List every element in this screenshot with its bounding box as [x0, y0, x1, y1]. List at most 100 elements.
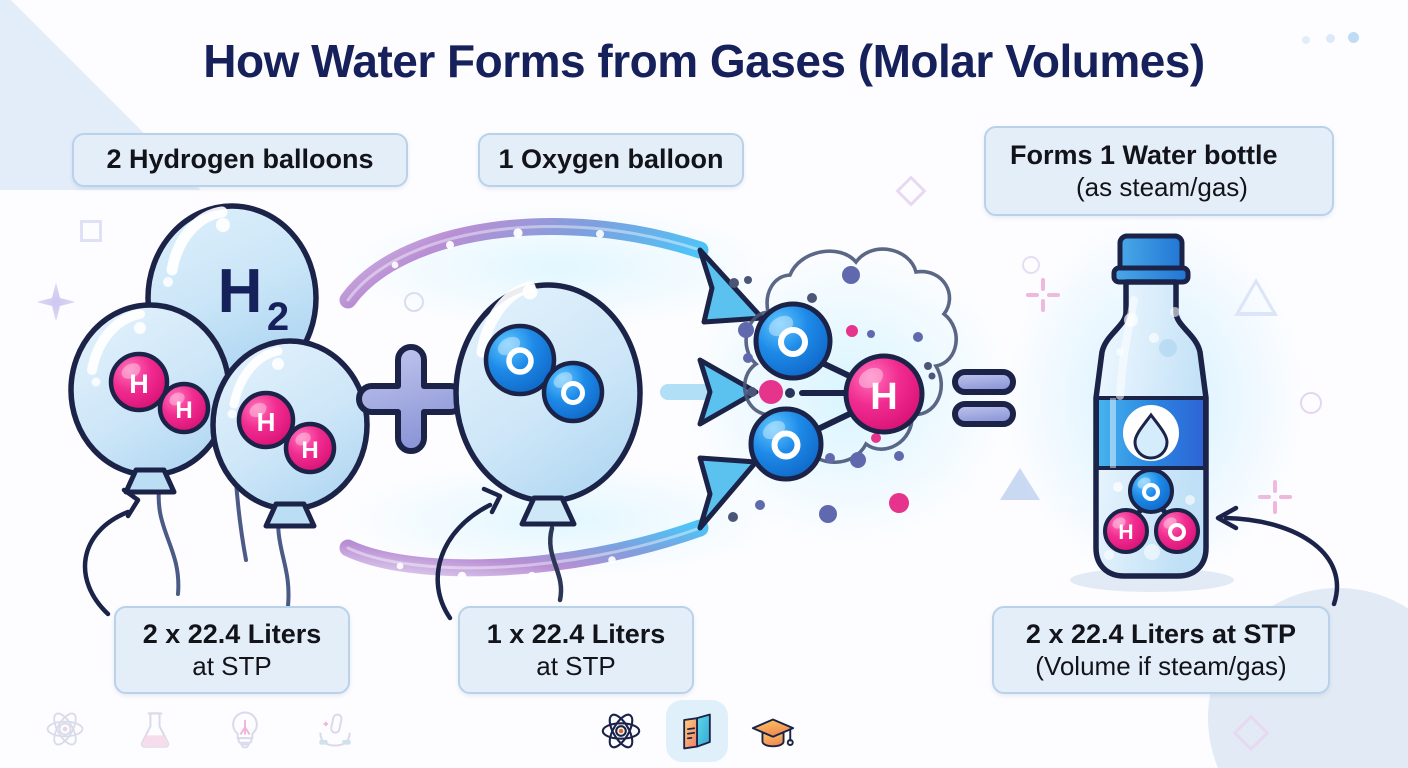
particle-dot	[729, 278, 739, 288]
label-hydrogen-balloons: 2 Hydrogen balloons	[72, 133, 408, 187]
particle-dot	[785, 388, 795, 398]
dot-decoration	[1348, 32, 1359, 43]
caption-hydrogen-line2: at STP	[192, 650, 272, 681]
particle-dot	[738, 322, 754, 338]
label-water-line1: Forms 1 Water bottle	[1010, 139, 1278, 170]
particle-dot	[850, 452, 866, 468]
caption-hydrogen-volume: 2 x 22.4 Liters at STP	[114, 606, 350, 694]
balloon-knot	[123, 467, 177, 495]
particle-dot	[744, 276, 752, 284]
hydrogen-balloon-left: H H	[68, 302, 232, 495]
reaction-arrow-bottom	[339, 455, 759, 581]
oxygen-atom	[483, 323, 557, 397]
lightbulb-icon	[214, 698, 276, 760]
particle-dot	[913, 332, 923, 342]
oxygen-atom	[1128, 468, 1174, 514]
oxygen-atom-pink	[1154, 508, 1200, 554]
hydrogen-atom	[108, 351, 170, 413]
hydrogen-atom	[1103, 508, 1149, 554]
connector-oxygen	[435, 502, 493, 621]
particle-dot	[755, 500, 765, 510]
particle-dot	[759, 380, 783, 404]
dot-decoration	[1326, 34, 1335, 43]
oxygen-atom-label	[561, 381, 585, 405]
equals-operator	[952, 369, 1016, 427]
reaction-cloud-outline	[742, 247, 958, 465]
hydrogen-atom-label: H	[870, 376, 897, 418]
balloon-string	[548, 525, 564, 603]
atom-icon	[34, 698, 96, 760]
plus-operator	[356, 344, 466, 454]
caption-hydrogen-line1: 2 x 22.4 Liters	[142, 618, 322, 649]
brochure-icon[interactable]	[666, 700, 728, 762]
decorative-icon-strip-left	[34, 698, 366, 760]
connector-hydrogen	[82, 509, 131, 617]
bottle-molecule: H	[1103, 468, 1200, 554]
hydrogen-atom-label: H	[301, 437, 318, 464]
reaction-arrow-middle	[660, 357, 759, 427]
oxygen-atom	[753, 301, 833, 381]
label-oxygen-text: 1 Oxygen balloon	[498, 144, 724, 175]
particle-dot	[894, 451, 904, 461]
hydrogen-atom-label: H	[1118, 521, 1133, 544]
oxygen-atom-label	[506, 347, 534, 375]
particle-dot	[871, 433, 881, 443]
hands-tube-icon	[304, 698, 366, 760]
connector-water	[1223, 515, 1340, 607]
h2-subscript: 2	[267, 295, 289, 339]
hydrogen-atom	[157, 381, 211, 435]
particle-dot	[846, 325, 858, 337]
label-water-bottle: Forms 1 Water bottle (as steam/gas)	[984, 126, 1334, 216]
particle-dot	[924, 362, 932, 370]
particle-dot	[889, 493, 909, 513]
water-bottle-group: H	[1070, 233, 1234, 592]
oxygen-balloon-group	[453, 281, 643, 603]
hydrogen-atom	[283, 421, 337, 475]
hydrogen-atom	[843, 353, 925, 435]
caption-oxygen-line1: 1 x 22.4 Liters	[486, 618, 666, 649]
connector-arrowhead	[121, 487, 141, 519]
water-drop-icon	[1133, 412, 1169, 460]
atom-icon	[590, 700, 652, 762]
hydrogen-balloon-right: H H	[210, 338, 370, 529]
particle-dot	[807, 293, 817, 303]
square-decoration	[80, 220, 102, 242]
oxygen-atom	[541, 360, 605, 424]
label-oxygen-balloon: 1 Oxygen balloon	[478, 133, 744, 187]
oxygen-atom-label	[1142, 483, 1160, 501]
graduation-cap-icon	[742, 700, 804, 762]
connector-arrowhead	[1215, 505, 1239, 531]
hydrogen-atom-label: H	[175, 397, 192, 424]
caption-oxygen-line2: at STP	[536, 650, 616, 681]
h2-label: H	[218, 257, 263, 326]
oxygen-atom	[748, 406, 824, 482]
hydrogen-atom	[236, 390, 296, 450]
particle-dot	[867, 330, 875, 338]
hydrogen-atom-label: H	[257, 407, 276, 437]
particle-dot	[928, 372, 936, 380]
particle-dot	[743, 353, 753, 363]
caption-water-line1: 2 x 22.4 Liters at STP	[1025, 618, 1297, 649]
balloon-knot	[519, 495, 577, 527]
dot-decoration	[1302, 36, 1310, 44]
caption-oxygen-volume: 1 x 22.4 Liters at STP	[458, 606, 694, 694]
page-title: How Water Forms from Gases (Molar Volume…	[203, 35, 1205, 87]
particle-dot	[728, 512, 738, 522]
caption-water-volume: 2 x 22.4 Liters at STP (Volume if steam/…	[992, 606, 1330, 694]
oxygen-atom-label	[771, 430, 801, 460]
hydrogen-balloon-group: H 2 H H	[68, 203, 370, 608]
particle-dot	[825, 453, 835, 463]
particle-dot	[842, 266, 860, 284]
decorative-icon-strip-center	[590, 700, 804, 762]
circle-outline-decoration	[1022, 256, 1040, 274]
flask-icon	[124, 698, 186, 760]
balloon-knot	[263, 501, 317, 529]
hydrogen-atom-label: H	[129, 369, 149, 399]
particle-dot	[819, 505, 837, 523]
connector-arrowhead	[481, 486, 503, 515]
label-hydrogen-text: 2 Hydrogen balloons	[106, 144, 374, 175]
reaction-molecule-group: H	[728, 247, 958, 523]
label-water-line2: (as steam/gas)	[1076, 171, 1248, 202]
